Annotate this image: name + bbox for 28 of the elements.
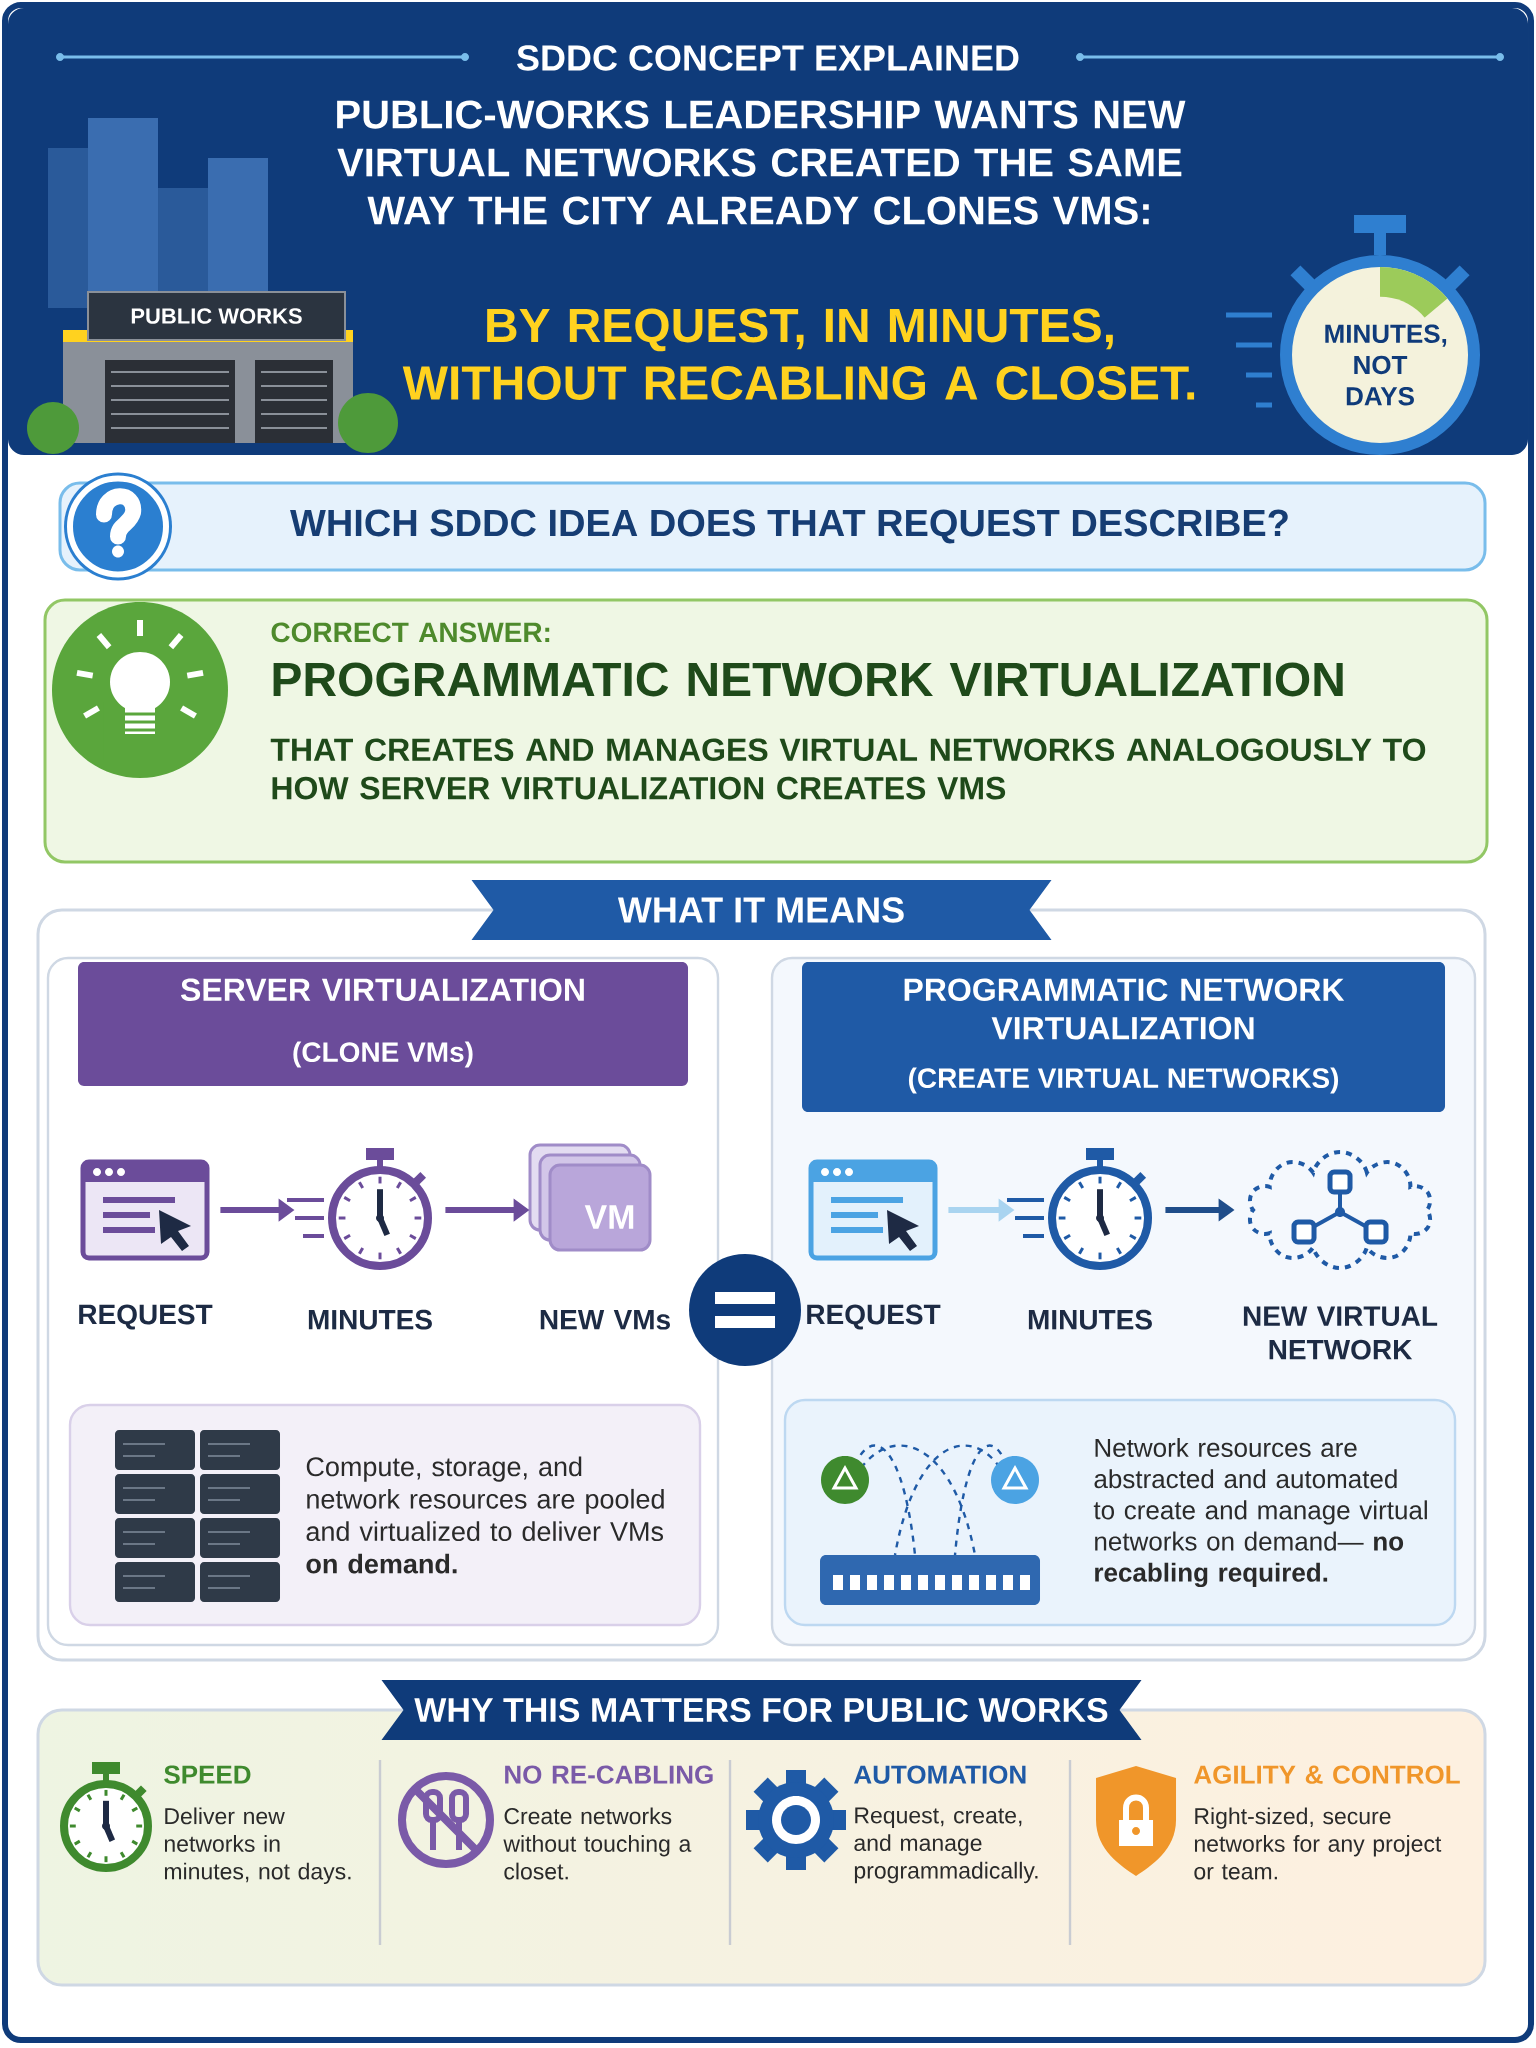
flow-label: NEW VMs xyxy=(540,1310,670,1330)
benefit-text: Right-sized, secure networks for any project or team. xyxy=(1194,1807,1442,1880)
card-text: Network resources are abstracted and automated to create and manage virtual networks on demand— no recabling required. xyxy=(1093,1437,1427,1588)
benefit-text: Request, create, and manage programmadically. xyxy=(854,1807,1038,1884)
title: SDDC CONCEPT EXPLAINED xyxy=(517,45,1019,71)
flow-label: NEW VIRTUAL NETWORK xyxy=(1243,1306,1438,1360)
headline-highlight: BY REQUEST, IN MINUTES, WITHOUT RECABLING A CLOSET. xyxy=(402,308,1195,400)
sign-board: PUBLIC WORKS xyxy=(87,291,346,341)
question-bar: WHICH SDDC IDEA DOES THAT REQUEST DESCRIBE? xyxy=(58,481,1487,572)
benefit-heading: SPEED xyxy=(164,1765,251,1784)
benefit-text: Deliver new networks in minutes, not days. xyxy=(164,1807,351,1885)
column-header: PROGRAMMATIC NETWORK VIRTUALIZATION (CREATE VIRTUAL NETWORKS) xyxy=(802,962,1445,1112)
answer-text: THAT CREATES AND MANAGES VIRTUAL NETWORKS ANALOGOUSLY TO HOW SERVER VIRTUALIZATION CREATES VMS xyxy=(270,738,1426,800)
ribbon-banner: WHAT IT MEANS xyxy=(471,880,1052,940)
flow-label: MINUTES xyxy=(1028,1309,1152,1330)
ribbon-banner: WHY THIS MATTERS FOR PUBLIC WORKS xyxy=(381,1680,1142,1740)
flow-label: MINUTES xyxy=(308,1309,432,1330)
card-text: Compute, storage, and network resources are pooled and virtualized to deliver VMs on demand. xyxy=(306,1456,664,1574)
headline: PUBLIC-WORKS LEADERSHIP WANTS NEW VIRTUAL NETWORKS CREATED THE SAME WAY THE CITY ALREADY CLONES VMS: xyxy=(337,100,1186,225)
benefit-heading: AGILITY & CONTROL xyxy=(1194,1765,1460,1784)
flow-label: REQUEST xyxy=(807,1304,941,1330)
flow-label: REQUEST xyxy=(79,1304,213,1330)
benefit-heading: AUTOMATION xyxy=(854,1765,1026,1784)
answer-label: CORRECT ANSWER: xyxy=(271,622,550,643)
benefit-heading: NO RE-CABLING xyxy=(505,1765,713,1784)
benefit-text: Create networks without touching a closet. xyxy=(503,1807,692,1880)
column-header: SERVER VIRTUALIZATION (CLONE VMs) xyxy=(78,962,688,1086)
answer-heading: PROGRAMMATIC NETWORK VIRTUALIZATION xyxy=(273,662,1343,697)
